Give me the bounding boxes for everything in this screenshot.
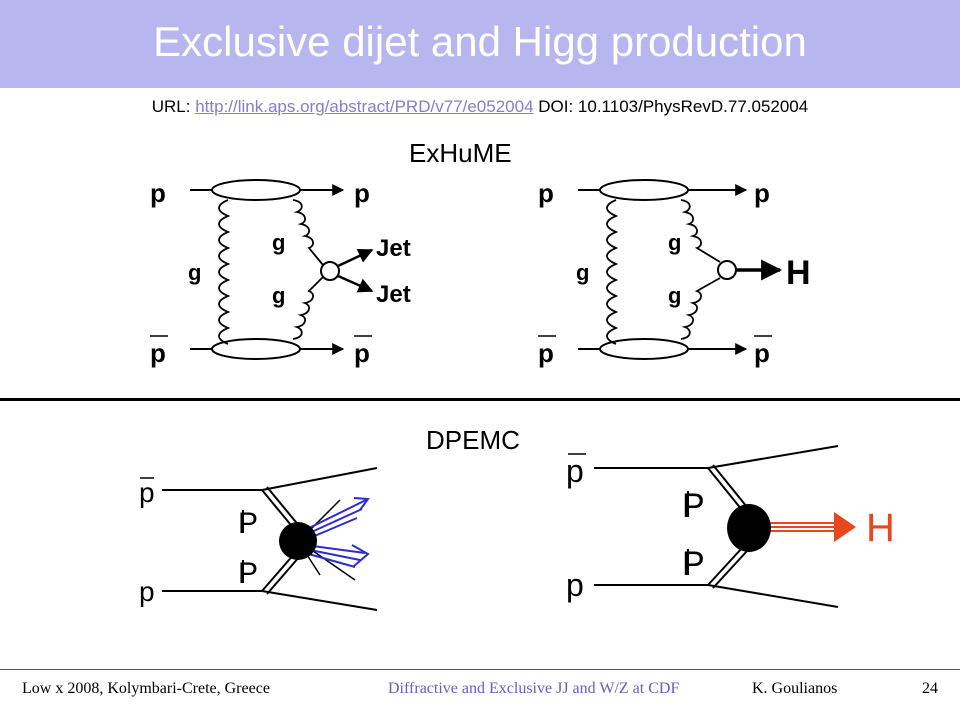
gluon-bottom-line <box>292 276 324 340</box>
label-p-top-in: p <box>150 178 166 208</box>
reference-line: URL: http://link.aps.org/abstract/PRD/v7… <box>0 96 960 118</box>
footer-author: K. Goulianos <box>752 680 838 697</box>
exhume-higgs-diagram: p p p p g g g H <box>538 178 811 368</box>
label-gluon-top: g <box>668 230 681 255</box>
label-pbar-bot-in: p <box>538 338 554 368</box>
exhume-dijet-diagram: p p p p g g g Jet Jet <box>150 178 411 368</box>
label-pbar: p <box>566 453 584 489</box>
higgs-arrow <box>765 522 836 532</box>
label-jet-2: Jet <box>376 281 411 308</box>
label-gluon-bottom: g <box>272 283 285 308</box>
label-pomeron-bottom: P <box>682 545 705 583</box>
gluon-bottom-line <box>680 277 721 340</box>
label-pomeron-top: P <box>238 507 258 540</box>
footer-divider <box>0 669 960 670</box>
label-p: p <box>139 576 155 607</box>
exhume-section-label: ExHuME <box>409 138 512 168</box>
dpemc-higgs-diagram: p p P P H <box>566 445 895 608</box>
label-jet-1: Jet <box>376 235 411 262</box>
footer-talk-title: Diffractive and Exclusive JJ and W/Z at … <box>388 680 680 697</box>
label-pbar-bot-out: p <box>354 338 370 368</box>
footer-page-number: 24 <box>922 680 938 697</box>
label-p: p <box>566 567 584 603</box>
url-prefix: URL: <box>151 97 196 116</box>
gluon-left-line <box>606 199 619 345</box>
gluon-top-line <box>292 199 324 266</box>
section-divider <box>0 398 960 401</box>
slide-title: Exclusive dijet and Higg production <box>153 18 807 65</box>
dpemc-dijet-diagram: p p P P <box>139 467 378 611</box>
label-p-top-in: p <box>538 178 554 208</box>
label-gluon-left: g <box>576 260 589 285</box>
gluon-left-line <box>218 199 231 345</box>
label-gluon-bottom: g <box>668 283 681 308</box>
title-bar <box>0 0 960 88</box>
label-pomeron-bottom: P <box>238 557 258 590</box>
doi-text: DOI: 10.1103/PhysRevD.77.052004 <box>533 97 809 116</box>
label-gluon-top: g <box>272 230 285 255</box>
label-gluon-left: g <box>188 260 201 285</box>
label-p-top-out: p <box>354 178 370 208</box>
dpemc-section-label: DPEMC <box>426 425 520 455</box>
label-higgs: H <box>786 254 811 292</box>
reference-link[interactable]: http://link.aps.org/abstract/PRD/v77/e05… <box>195 97 534 116</box>
gluon-top-line <box>680 199 721 263</box>
label-p-top-out: p <box>754 178 770 208</box>
label-pbar: p <box>139 477 155 508</box>
label-pbar-bot-out: p <box>754 338 770 368</box>
slide-footer: Low x 2008, Kolymbari-Crete, Greece Diff… <box>0 678 960 702</box>
footer-conference: Low x 2008, Kolymbari-Crete, Greece <box>22 680 270 697</box>
label-higgs: H <box>866 506 895 550</box>
label-pbar-bot-in: p <box>150 338 166 368</box>
label-pomeron-top: P <box>682 487 705 525</box>
